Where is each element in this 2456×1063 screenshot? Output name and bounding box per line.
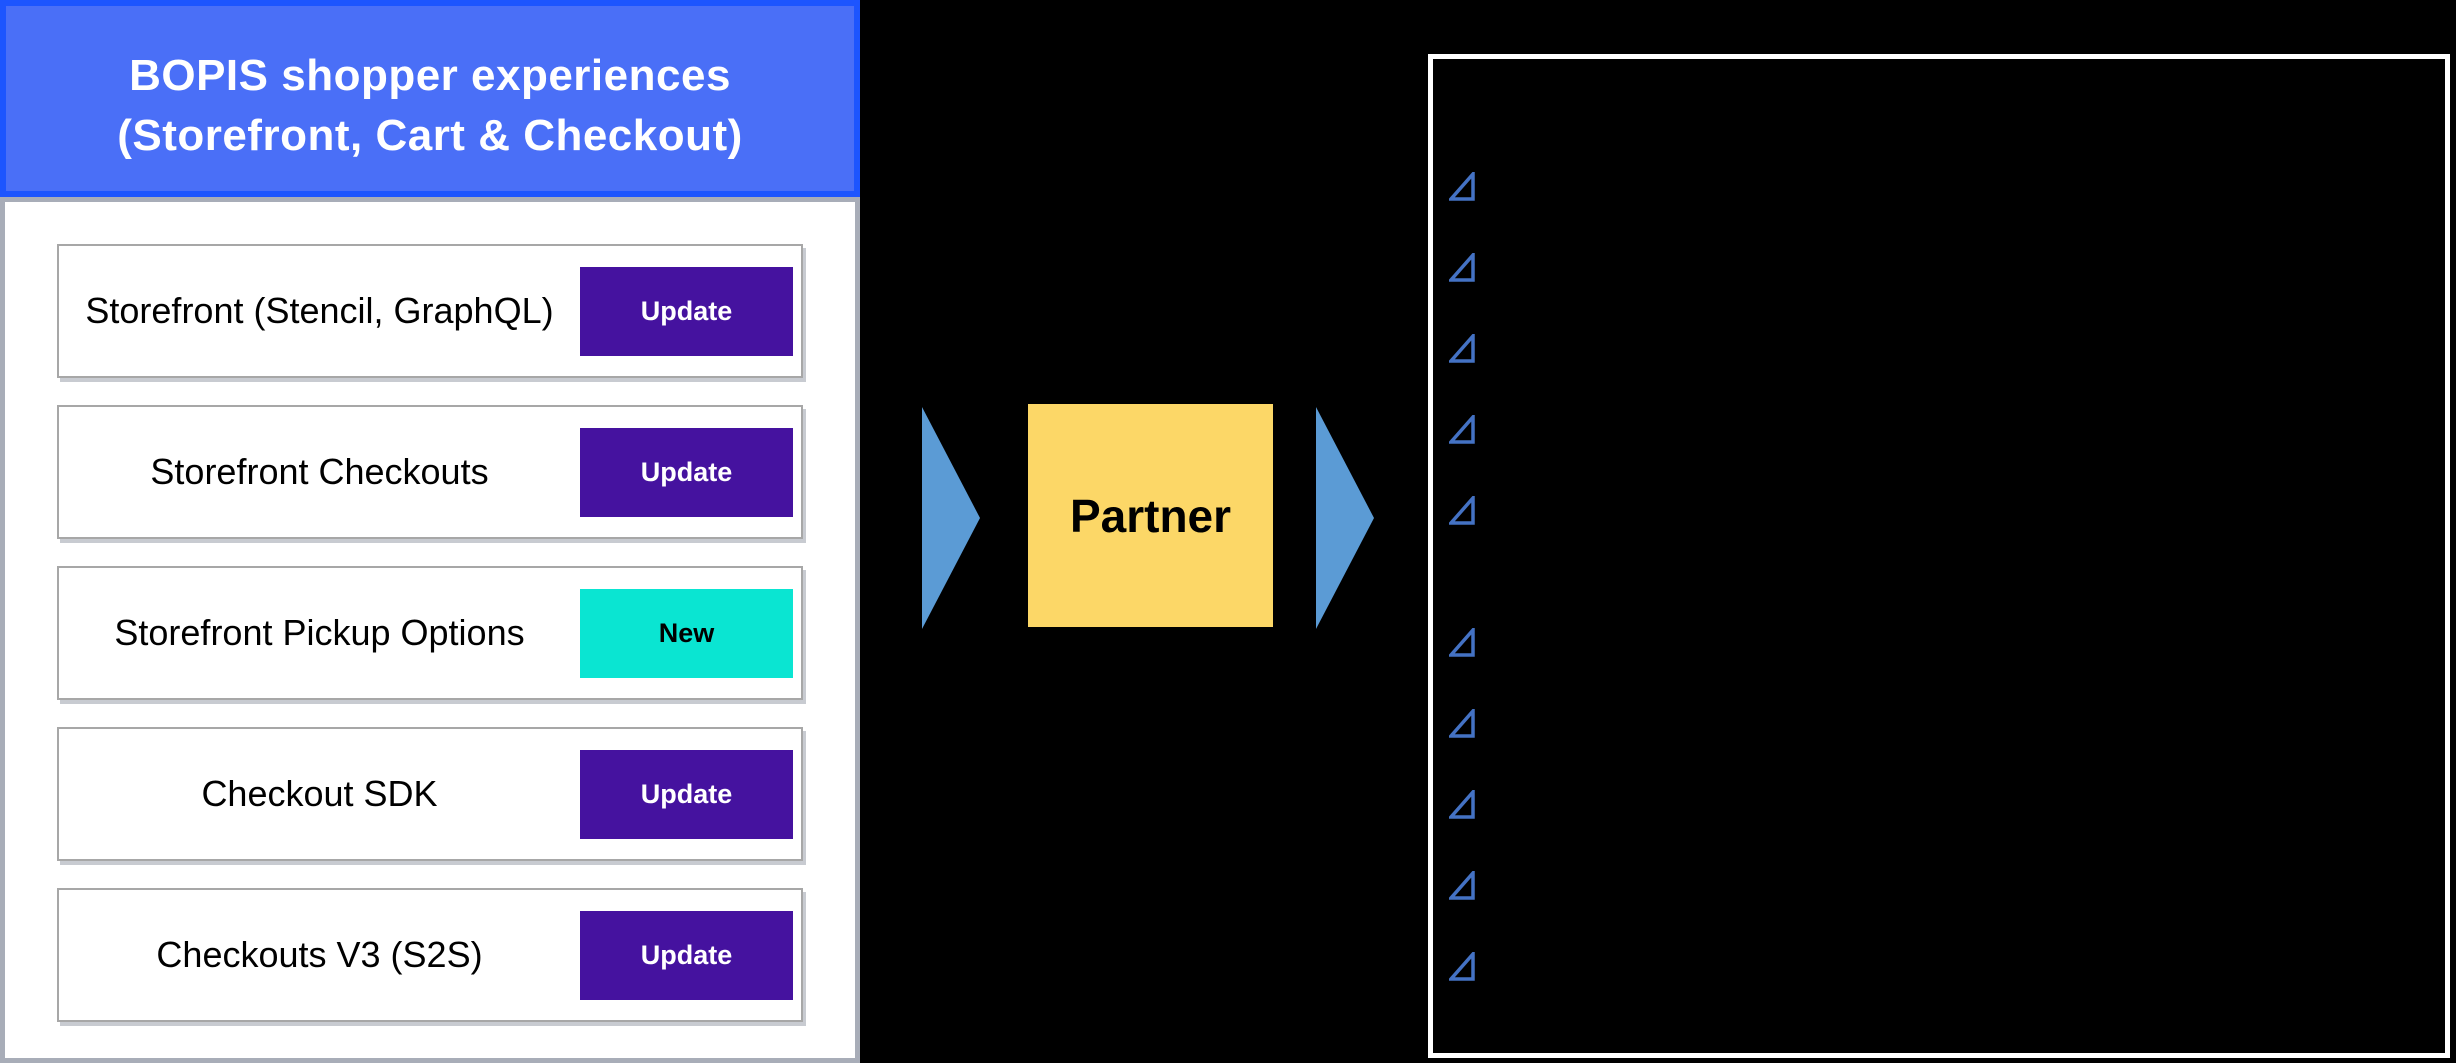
bullet-group	[1449, 628, 2445, 981]
feature-label: Checkouts V3 (S2S)	[156, 934, 483, 975]
list-item	[1449, 253, 2445, 282]
bopis-panel: BOPIS shopper experiences (Storefront, C…	[0, 0, 860, 1063]
bopis-panel-body: Storefront (Stencil, GraphQL) Update Sto…	[0, 197, 860, 1063]
list-item	[1449, 172, 2445, 201]
feature-label: Storefront Checkouts	[150, 451, 489, 492]
feature-label: Storefront (Stencil, GraphQL)	[85, 290, 554, 331]
triangle-bullet-icon	[1449, 334, 1475, 363]
details-panel	[1428, 54, 2450, 1058]
bullet-group	[1449, 172, 2445, 525]
triangle-bullet-icon	[1449, 709, 1475, 738]
triangle-bullet-icon	[1449, 415, 1475, 444]
triangle-bullet-icon	[1449, 172, 1475, 201]
list-item	[1449, 496, 2445, 525]
flow-arrow-left-icon	[922, 407, 980, 629]
feature-item: Storefront (Stencil, GraphQL) Update	[57, 244, 803, 378]
triangle-bullet-icon	[1449, 253, 1475, 282]
triangle-bullet-icon	[1449, 628, 1475, 657]
feature-item: Storefront Pickup Options New	[57, 566, 803, 700]
list-item	[1449, 415, 2445, 444]
list-item	[1449, 871, 2445, 900]
list-item	[1449, 628, 2445, 657]
feature-badge: Update	[580, 911, 793, 1000]
feature-badge: Update	[580, 428, 793, 517]
partner-label: Partner	[1069, 489, 1232, 542]
feature-item: Checkouts V3 (S2S) Update	[57, 888, 803, 1022]
feature-item: Checkout SDK Update	[57, 727, 803, 861]
triangle-bullet-icon	[1449, 790, 1475, 819]
feature-badge: Update	[580, 750, 793, 839]
list-item	[1449, 334, 2445, 363]
list-item	[1449, 709, 2445, 738]
panel-title-line2: (Storefront, Cart & Checkout)	[117, 110, 743, 160]
triangle-bullet-icon	[1449, 952, 1475, 981]
feature-badge: New	[580, 589, 793, 678]
partner-box: Partner	[1028, 404, 1273, 627]
list-item	[1449, 952, 2445, 981]
feature-item: Storefront Checkouts Update	[57, 405, 803, 539]
feature-label: Storefront Pickup Options	[114, 612, 525, 653]
panel-title-line1: BOPIS shopper experiences	[129, 50, 731, 100]
list-item	[1449, 790, 2445, 819]
feature-label: Checkout SDK	[201, 773, 438, 814]
bullet-list	[1433, 59, 2445, 1053]
triangle-bullet-icon	[1449, 496, 1475, 525]
flow-arrow-right-icon	[1316, 407, 1374, 629]
feature-badge: Update	[580, 267, 793, 356]
bopis-panel-header: BOPIS shopper experiences (Storefront, C…	[0, 0, 860, 197]
triangle-bullet-icon	[1449, 871, 1475, 900]
